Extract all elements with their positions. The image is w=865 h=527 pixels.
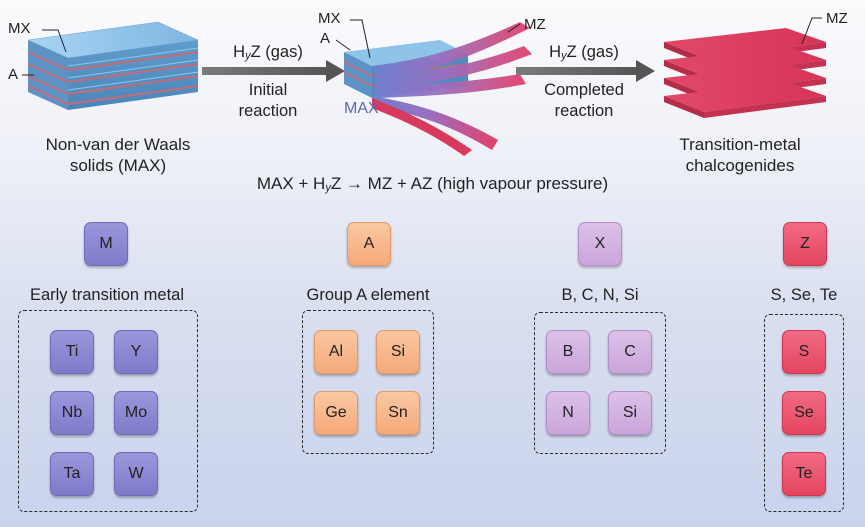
arrow-initial-reaction (202, 60, 345, 82)
max-solid-block (22, 21, 199, 110)
element-tile: Te (782, 452, 826, 496)
element-tile: Y (114, 330, 158, 374)
element-tile: N (546, 391, 590, 435)
caption-max-line2: solids (MAX) (69, 156, 167, 175)
arrow2-caption: Completed reaction (544, 81, 624, 120)
caption-tmc: Transition-metal chalcogenides (650, 134, 830, 176)
intermediate-peeling-block (335, 19, 532, 156)
label-mz-middle: MZ (524, 16, 546, 33)
group-z-label: S, Se, Te (770, 286, 838, 304)
mz-layered-stack (664, 17, 826, 118)
label-a-middle: A (320, 30, 331, 47)
caption-max-solids: Non-van der Waals solids (MAX) (20, 134, 216, 176)
arrow1-caption: Initial reaction (238, 81, 298, 120)
element-tile: B (546, 330, 590, 374)
element-tile: Sn (376, 391, 420, 435)
element-tile: W (114, 452, 158, 496)
group-x-symbol: X (578, 222, 622, 266)
group-z-symbol: Z (783, 222, 827, 266)
arrow2-reagent: HyZ (gas) (549, 43, 619, 62)
reaction-equation: MAX + HyZ → MZ + AZ (high vapour pressur… (256, 174, 609, 194)
group-z-box (764, 314, 844, 512)
label-mx-left: MX (8, 20, 31, 37)
group-a-symbol: A (347, 222, 391, 266)
element-tile: Nb (50, 391, 94, 435)
element-tile: Mo (114, 391, 158, 435)
label-max-middle: MAX (344, 100, 379, 117)
arrow-completed-reaction (516, 60, 655, 82)
label-mx-middle: MX (318, 10, 341, 27)
group-m-symbol: M (84, 222, 128, 266)
element-tile: Se (782, 391, 826, 435)
group-x-label: B, C, N, Si (561, 286, 639, 304)
label-a-left: A (8, 66, 19, 83)
element-tile: Al (314, 330, 358, 374)
arrow1-reagent: HyZ (gas) (233, 43, 303, 62)
caption-tmc-line1: Transition-metal (679, 135, 801, 154)
group-a-label: Group A element (306, 286, 430, 304)
element-tile: S (782, 330, 826, 374)
element-tile: Ge (314, 391, 358, 435)
caption-max-line1: Non-van der Waals (45, 135, 191, 154)
reaction-schematic (22, 17, 826, 156)
element-tile: Ta (50, 452, 94, 496)
caption-tmc-line2: chalcogenides (685, 156, 795, 175)
element-tile: C (608, 330, 652, 374)
group-a-box (302, 310, 434, 454)
group-x-box (534, 312, 666, 454)
group-m-label: Early transition metal (29, 286, 185, 304)
element-tile: Ti (50, 330, 94, 374)
label-mz-right: MZ (826, 10, 848, 27)
element-tile: Si (376, 330, 420, 374)
group-m-box (18, 310, 198, 512)
element-tile: Si (608, 391, 652, 435)
